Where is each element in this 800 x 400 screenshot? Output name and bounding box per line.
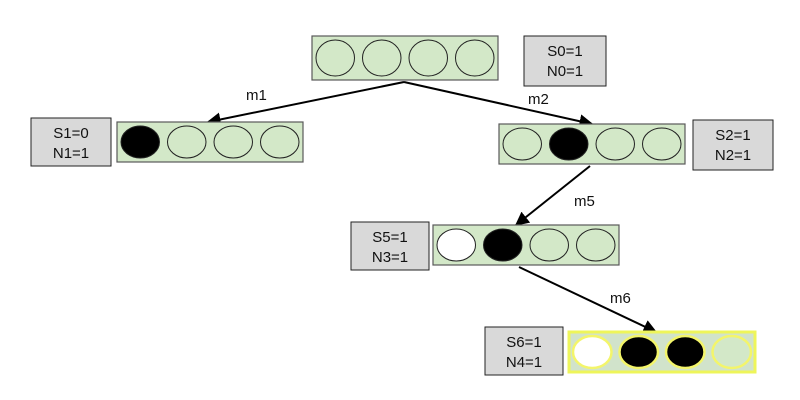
cell-empty bbox=[711, 334, 753, 370]
cell-empty bbox=[529, 228, 569, 262]
count-text: N0=1 bbox=[547, 63, 583, 80]
cell-empty bbox=[576, 228, 616, 262]
stats-box bbox=[30, 117, 112, 167]
count-text: N1=1 bbox=[53, 145, 89, 162]
cell-empty bbox=[167, 125, 207, 159]
edge-arrow bbox=[514, 165, 591, 226]
edge-arrow bbox=[403, 81, 594, 129]
tree-node bbox=[498, 123, 686, 165]
cell-white bbox=[571, 334, 613, 370]
node-stats-label: S0=1N0=1 bbox=[523, 35, 607, 87]
tree-node bbox=[432, 224, 620, 266]
node-stats-label: S1=0N1=1 bbox=[30, 117, 112, 167]
edge-m2: m2 bbox=[403, 81, 594, 129]
cell-black bbox=[664, 334, 706, 370]
cell-empty bbox=[595, 127, 635, 161]
edge-arrow bbox=[206, 81, 405, 127]
stats-box bbox=[484, 326, 564, 376]
tree-node bbox=[311, 35, 499, 81]
cell-empty bbox=[362, 39, 402, 77]
score-text: S6=1 bbox=[506, 334, 541, 351]
cell-empty bbox=[502, 127, 542, 161]
count-text: N2=1 bbox=[715, 147, 751, 164]
cell-empty bbox=[455, 39, 495, 77]
edge-arrow bbox=[518, 266, 658, 333]
cell-black bbox=[483, 228, 523, 262]
score-text: S0=1 bbox=[547, 43, 582, 60]
stats-box bbox=[692, 119, 774, 171]
score-text: S1=0 bbox=[53, 125, 88, 142]
edge-m6: m6 bbox=[518, 266, 658, 333]
cell-empty bbox=[408, 39, 448, 77]
score-text: S2=1 bbox=[715, 127, 750, 144]
cell-empty bbox=[642, 127, 682, 161]
count-text: N4=1 bbox=[506, 354, 542, 371]
cell-black bbox=[549, 127, 589, 161]
edge-label: m1 bbox=[246, 87, 267, 104]
edge-label: m2 bbox=[528, 91, 549, 108]
edge-m5: m5 bbox=[514, 165, 595, 226]
cell-black bbox=[618, 334, 660, 370]
cell-empty bbox=[213, 125, 253, 159]
tree-node bbox=[116, 121, 304, 163]
node-stats-label: S5=1N3=1 bbox=[350, 221, 430, 271]
stats-box bbox=[350, 221, 430, 271]
edge-m1: m1 bbox=[206, 81, 405, 127]
stats-box bbox=[523, 35, 607, 87]
cell-empty bbox=[260, 125, 300, 159]
node-stats-label: S2=1N2=1 bbox=[692, 119, 774, 171]
cell-white bbox=[436, 228, 476, 262]
edge-label: m6 bbox=[610, 290, 631, 307]
tree-node bbox=[567, 330, 757, 374]
count-text: N3=1 bbox=[372, 249, 408, 266]
cell-empty bbox=[315, 39, 355, 77]
edge-label: m5 bbox=[574, 193, 595, 210]
cell-black bbox=[120, 125, 160, 159]
score-text: S5=1 bbox=[372, 229, 407, 246]
node-stats-label: S6=1N4=1 bbox=[484, 326, 564, 376]
